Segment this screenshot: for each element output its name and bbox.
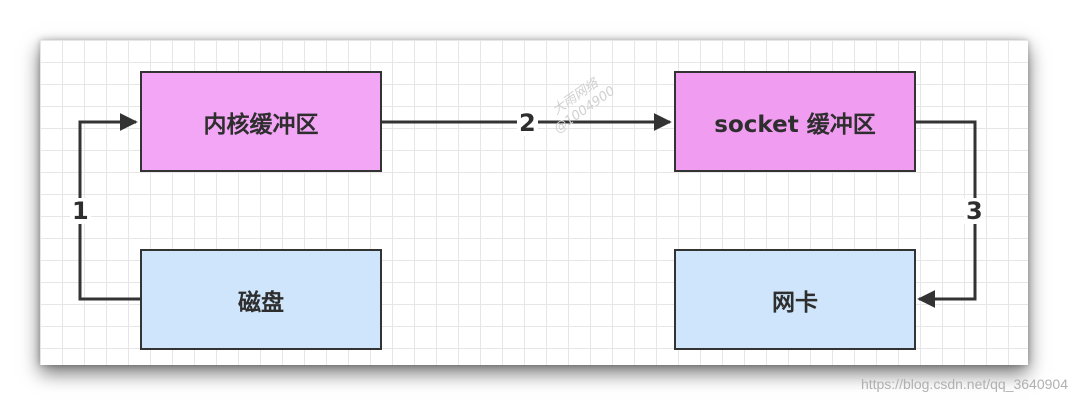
edge-label-1: 1 (70, 197, 91, 225)
source-url: https://blog.csdn.net/qq_3640904 (860, 376, 1068, 392)
disk-node: 磁盘 (140, 249, 382, 350)
edge-label-2: 2 (517, 109, 538, 137)
socket-buffer-node: socket 缓冲区 (674, 71, 916, 172)
edge-label-3: 3 (964, 197, 985, 225)
kernel-buffer-node: 内核缓冲区 (140, 71, 382, 172)
nic-node: 网卡 (674, 249, 916, 350)
